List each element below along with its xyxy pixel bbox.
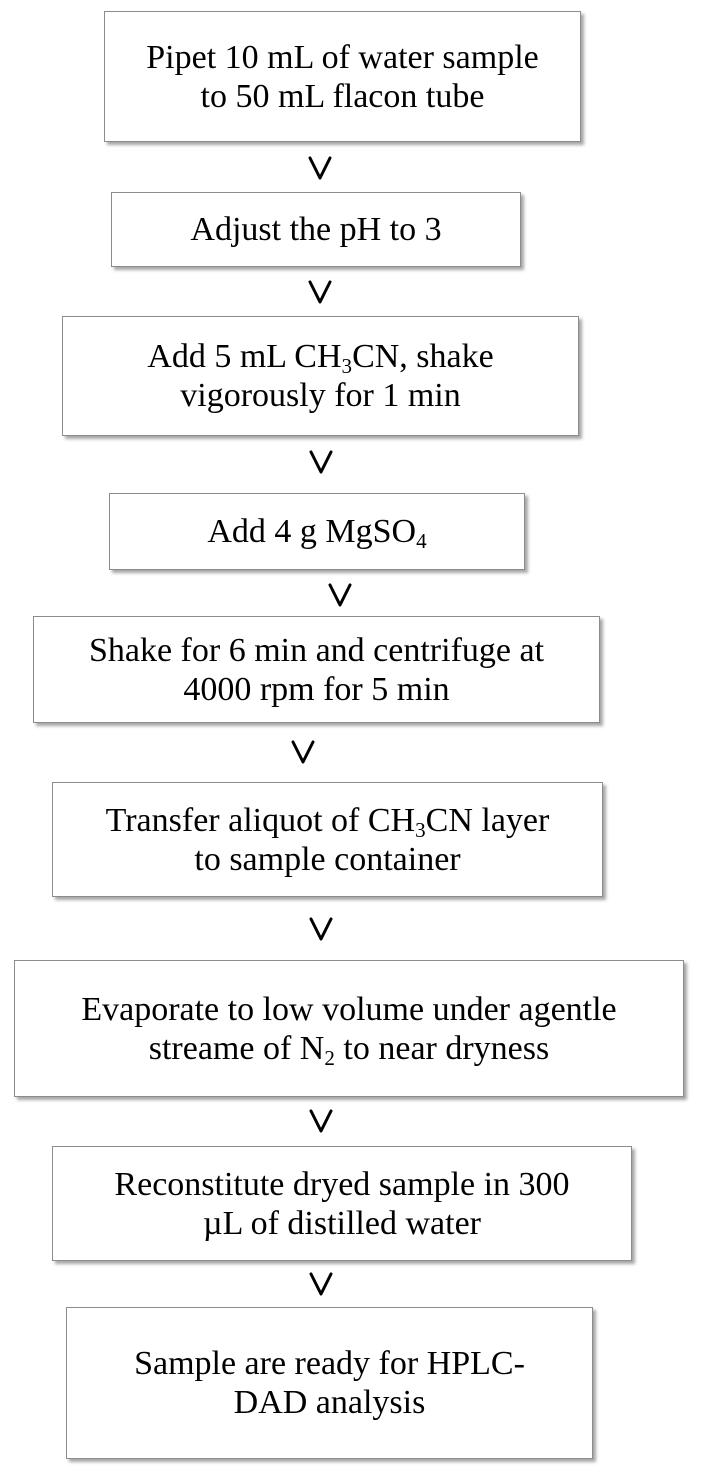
arrow-down-8 (309, 1272, 333, 1296)
step-5-line-1: Shake for 6 min and centrifuge at (88, 631, 545, 669)
step-6-line-2: to sample container (194, 840, 461, 878)
step-2-box: Adjust the pH to 3 (111, 192, 521, 267)
step-9-box: Sample are ready for HPLC- DAD analysis (66, 1307, 593, 1459)
step-8-line-2: µL of distilled water (203, 1204, 481, 1242)
step-2-line-1: Adjust the pH to 3 (190, 211, 442, 248)
step-9-line-2: DAD analysis (233, 1384, 426, 1421)
step-3-line-1: Add 5 mL CH3CN, shake (147, 338, 494, 378)
step-1-box: Pipet 10 mL of water sample to 50 mL fla… (104, 11, 581, 142)
arrow-down-4 (328, 583, 352, 607)
step-3-line-2: vigorously for 1 min (180, 377, 461, 414)
step-3-box: Add 5 mL CH3CN, shake vigorously for 1 m… (62, 316, 579, 436)
step-9-line-1: Sample are ready for HPLC- (134, 1345, 525, 1382)
arrow-down-5 (291, 740, 315, 764)
arrow-down-1 (308, 156, 332, 180)
step-8-line-1: Reconstitute dryed sample in 300 (114, 1165, 570, 1203)
step-6-box: Transfer aliquot of CH3CN layer to sampl… (52, 782, 603, 897)
arrow-down-7 (309, 1109, 333, 1133)
step-5-line-2: 4000 rpm for 5 min (183, 670, 450, 708)
step-7-box: Evaporate to low volume under agentle st… (14, 960, 684, 1097)
step-4-line-1: Add 4 g MgSO4 (207, 513, 427, 553)
step-5-box: Shake for 6 min and centrifuge at 4000 r… (33, 616, 600, 723)
arrow-down-2 (308, 280, 332, 304)
step-7-line-1: Evaporate to low volume under agentle (81, 990, 617, 1028)
step-7-line-2: streame of N2 to near dryness (148, 1029, 550, 1070)
step-1-line-2: to 50 mL flacon tube (200, 77, 485, 115)
step-8-box: Reconstitute dryed sample in 300 µL of d… (52, 1146, 632, 1261)
step-6-line-1: Transfer aliquot of CH3CN layer (105, 801, 550, 842)
step-4-box: Add 4 g MgSO4 (109, 493, 525, 570)
step-1-line-1: Pipet 10 mL of water sample (146, 38, 539, 76)
arrow-down-6 (309, 917, 333, 941)
arrow-down-3 (309, 450, 333, 474)
